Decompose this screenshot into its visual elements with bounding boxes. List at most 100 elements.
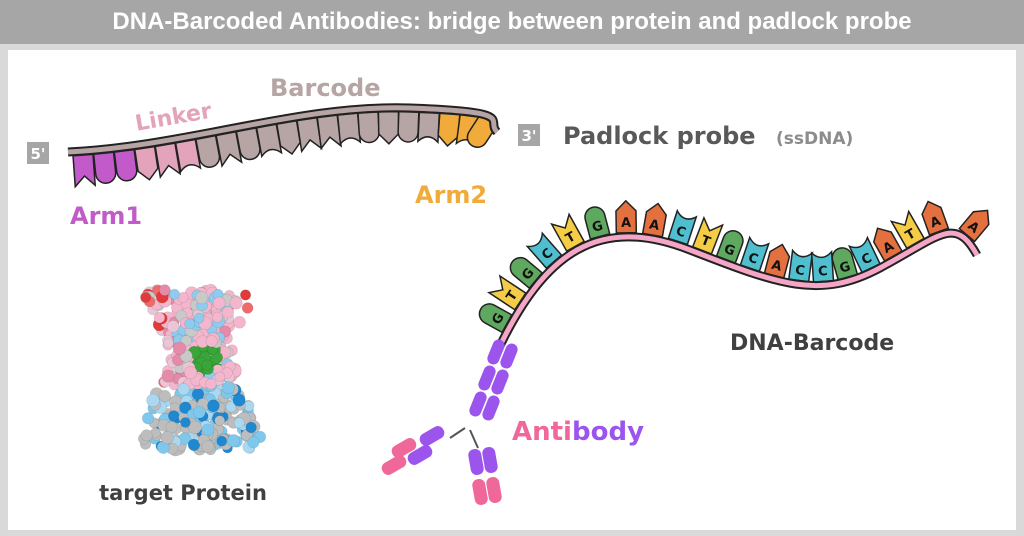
five-prime-label: 5' (30, 145, 45, 163)
barcode-label: Barcode (270, 74, 381, 102)
heavy-chain-domain (469, 391, 487, 417)
nucleotide-A: A (921, 200, 950, 236)
protein-atom (179, 401, 192, 414)
heavy-chain-domain (491, 369, 509, 395)
protein-atom (227, 434, 241, 448)
protein-atom (214, 415, 226, 427)
padlock-base-barcode (195, 134, 221, 168)
protein-atom (146, 393, 160, 408)
protein-atom (184, 318, 196, 330)
nucleotide-A: A (958, 209, 990, 243)
arm2-label: Arm2 (415, 181, 487, 209)
nucleotide-shape (739, 235, 770, 273)
heavy-chain-domain (482, 395, 500, 421)
padlock-base-linker (174, 138, 202, 174)
protein-atom (187, 438, 201, 451)
arm1-label: Arm1 (70, 202, 142, 230)
nucleotide-G: G (478, 303, 513, 334)
protein-atom (201, 359, 213, 371)
protein-atom (247, 436, 260, 449)
protein-atom (201, 423, 215, 437)
nucleotide-letter: G (838, 259, 852, 276)
protein-atom (158, 389, 171, 403)
antibody-illustration (381, 339, 518, 505)
protein-atom (195, 291, 209, 305)
light-chain-domain (381, 455, 407, 475)
nucleotide-A: A (872, 227, 904, 263)
padlock-base-barcode (357, 111, 380, 144)
nucleotide-shape (958, 209, 990, 243)
protein-atom (229, 296, 243, 310)
protein-atom (207, 399, 220, 413)
padlock-base-arm1 (92, 151, 117, 184)
nucleotide-shape (584, 206, 611, 240)
nucleotide-letter: G (722, 242, 737, 260)
protein-atom (201, 440, 215, 454)
antibody-label: Antibody (512, 417, 644, 447)
protein-atom (172, 341, 187, 356)
protein-atom (233, 417, 245, 429)
nucleotide-C: C (847, 235, 882, 274)
nucleotide-C: C (525, 231, 563, 270)
protein-atom (158, 284, 171, 296)
padlock-base-arm1 (113, 148, 138, 182)
protein-atom (233, 315, 246, 329)
heavy-chain-domain (407, 445, 433, 465)
protein-atom (183, 365, 198, 380)
nucleotide-letter: C (746, 250, 760, 267)
heavy-chain-domain (500, 343, 518, 369)
padlock-probe-title: Padlock probe (563, 122, 756, 150)
three-prime-badge (518, 124, 540, 146)
nucleotide-A: A (763, 243, 791, 279)
protein-atom (232, 393, 246, 407)
target-protein-illustration (138, 283, 267, 457)
nucleotide-shape (847, 235, 882, 274)
protein-atom (214, 371, 226, 383)
nucleotide-letter: G (591, 219, 605, 236)
protein-atom (153, 312, 166, 324)
heavy-chain-domain (478, 365, 496, 391)
padlock-base-barcode (397, 110, 420, 143)
heavy-chain-domain (482, 447, 498, 473)
nucleotide-G: G (509, 256, 544, 290)
three-prime-label: 3' (521, 127, 536, 145)
nucleotide-C: C (810, 249, 835, 283)
padlock-base-arm1 (72, 153, 97, 189)
nucleotide-letter: A (770, 258, 784, 275)
nucleotide-A: A (641, 202, 667, 238)
nucleotide-shape (667, 208, 698, 246)
protein-atom (216, 435, 228, 447)
nucleotide-shape (509, 256, 544, 290)
dna-barcode-label: DNA-Barcode (730, 331, 894, 356)
nucleotide-letter: C (818, 264, 828, 280)
padlock-base-barcode (417, 111, 441, 145)
target-protein-label: target Protein (99, 481, 267, 505)
protein-atom (205, 335, 218, 348)
nucleotide-shape (525, 231, 563, 270)
hinge (449, 427, 479, 449)
protein-atom (161, 369, 175, 383)
nucleotide-letter: C (674, 224, 688, 241)
protein-atom (240, 289, 252, 301)
nucleotide-C: C (787, 248, 814, 283)
padlock-probe-bases (72, 110, 498, 189)
protein-atom (177, 383, 190, 396)
protein-atom (168, 410, 180, 422)
diagram-title: DNA-Barcoded Antibodies: bridge between … (0, 0, 1024, 44)
protein-atom (163, 337, 174, 349)
protein-atom (180, 417, 191, 428)
heavy-chain-domain (468, 449, 484, 475)
padlock-base-barcode (377, 110, 400, 145)
light-chain-domain (486, 477, 502, 503)
nucleotide-C: C (667, 208, 698, 246)
protein-atom (222, 381, 235, 395)
protein-atom (205, 378, 217, 390)
antibody-label-body: body (572, 417, 644, 447)
protein-atom (193, 312, 205, 324)
heavy-chain-domain (419, 426, 445, 446)
padlock-base-barcode (255, 123, 283, 159)
nucleotide-letter: A (621, 216, 631, 231)
